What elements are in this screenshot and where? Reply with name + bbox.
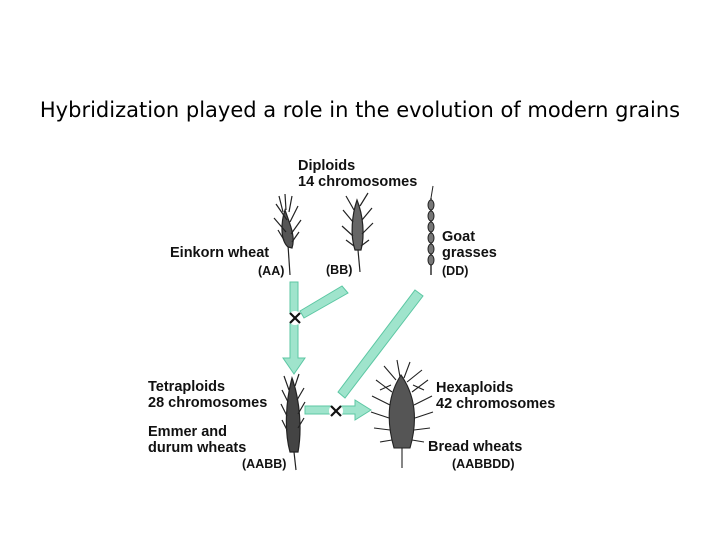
cross-icon — [329, 404, 343, 418]
arrow-bb-to-cross — [299, 285, 349, 319]
bb-genome-label: (BB) — [326, 263, 353, 277]
bread-wheats-label: Bread wheats — [428, 439, 523, 455]
einkorn-wheat-label: Einkorn wheat — [170, 245, 270, 261]
emmer-wheat-label: Emmer and — [148, 424, 227, 440]
durum-wheat-label: durum wheats — [148, 440, 247, 456]
hexaploids-chromosomes-label: 42 chromosomes — [436, 396, 556, 412]
goat-grasses-label: Goat — [442, 229, 476, 245]
goat-grass-plant-icon — [427, 185, 435, 275]
diploids-chromosomes-label: 14 chromosomes — [298, 174, 418, 190]
diploids-label: Diploids — [298, 158, 356, 174]
hexaploid-genome-label: (AABBDD) — [452, 457, 515, 471]
slide-title: Hybridization played a role in the evolu… — [39, 98, 681, 122]
arrow-goat-to-cross — [337, 289, 424, 399]
einkorn-wheat-plant-icon — [273, 193, 302, 276]
tetraploids-label: Tetraploids — [148, 379, 226, 395]
tetraploid-genome-label: (AABB) — [242, 457, 287, 471]
goat-genome-label: (DD) — [442, 264, 469, 278]
hexaploids-label: Hexaploids — [436, 380, 514, 396]
goat-grasses-label-2: grasses — [442, 245, 497, 261]
arrow-einkorn-down — [282, 281, 306, 375]
cross-icon — [288, 311, 302, 325]
tetraploids-chromosomes-label: 28 chromosomes — [148, 395, 268, 411]
emmer-wheat-plant-icon — [280, 373, 306, 471]
bread-wheat-plant-icon — [370, 359, 434, 468]
einkorn-genome-label: (AA) — [258, 264, 285, 278]
bb-grass-plant-icon — [341, 192, 374, 273]
